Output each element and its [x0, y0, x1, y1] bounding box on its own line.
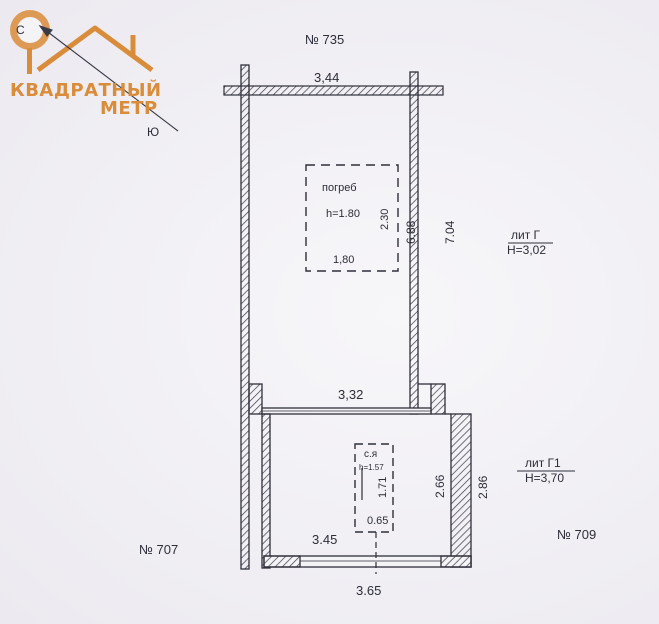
pit-outline [354, 443, 394, 533]
lit-g-name: лит Г [511, 228, 541, 242]
pit-height: h=1.57 [359, 463, 384, 472]
annex-building-walls [261, 413, 472, 569]
dim-lower-inner-height: 2.66 [433, 474, 447, 498]
top-boundary-wall [223, 85, 444, 96]
logo-tree-icon [10, 10, 50, 74]
compass-arrow-icon [38, 24, 179, 132]
neighbor-left-label: № 707 [139, 542, 179, 557]
cellar-title: погреб [322, 182, 357, 194]
neighbor-top-label: № 735 [305, 32, 345, 47]
dim-top-width: 3,44 [314, 70, 340, 85]
dim-lower-outer-height: 2.86 [476, 475, 490, 499]
dim-main-outer-height: 7.04 [443, 220, 457, 244]
pit-width: 0.65 [367, 515, 389, 527]
compass-south-label: Ю [147, 125, 160, 139]
dim-main-inner-height: 6.88 [404, 220, 418, 244]
dim-middle-width: 3,32 [338, 387, 364, 402]
cellar-outline [305, 164, 399, 272]
logo-house-icon [36, 25, 154, 73]
compass-north-label: С [16, 23, 25, 37]
cellar-height: h=1.80 [326, 208, 360, 220]
logo-line-2: МЕТР [100, 98, 158, 119]
cellar-depth: 2.30 [379, 208, 391, 230]
main-building-walls [240, 64, 446, 570]
dim-lower-inner-width: 3.45 [312, 532, 338, 547]
pit-depth: 1.71 [377, 476, 389, 498]
lit-g1-height: Н=3,70 [525, 471, 565, 485]
logo-line-1: КВАДРАТНЫЙ [10, 80, 162, 101]
cellar-width: 1,80 [333, 254, 355, 266]
lit-g-height: Н=3,02 [507, 243, 547, 257]
neighbor-right-label: № 709 [557, 527, 597, 542]
dim-lower-outer-width: 3.65 [356, 583, 382, 598]
lit-g1-name: лит Г1 [525, 456, 561, 470]
pit-title: с.я [364, 449, 378, 460]
